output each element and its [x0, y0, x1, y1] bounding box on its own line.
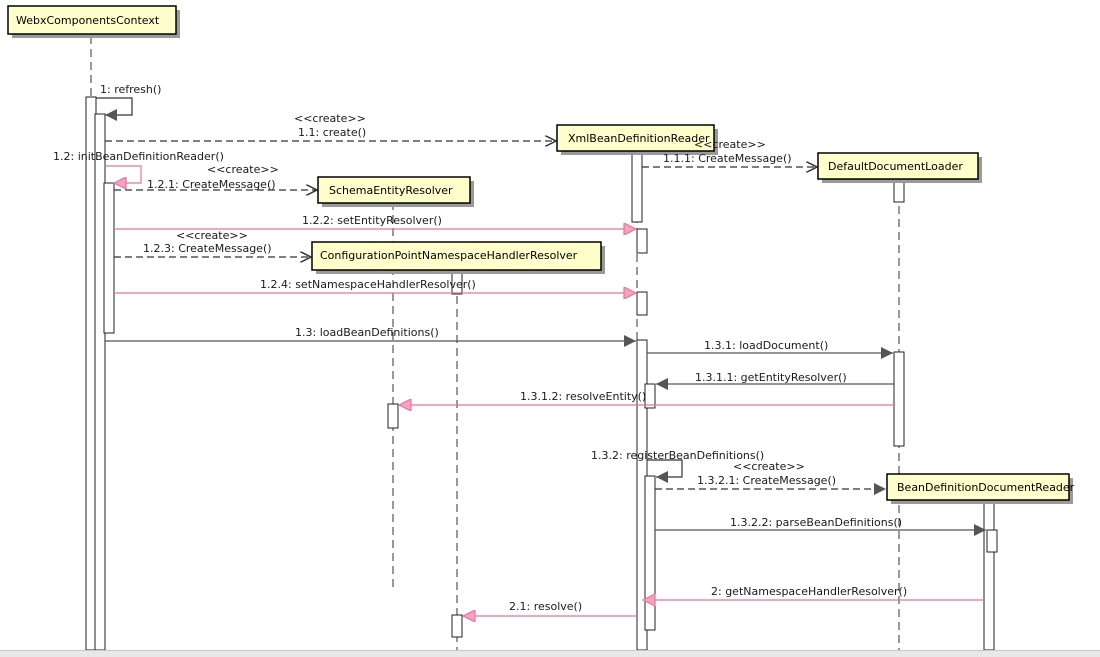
lifelines	[90, 36, 990, 650]
activation-bar	[644, 383, 656, 409]
activation-bar	[451, 614, 463, 638]
message-arrow-init-reader	[105, 165, 142, 183]
message-label-refresh: 1: refresh()	[100, 83, 161, 96]
message-label-get-namespace-resolver: 2: getNamespaceHandlerResolver()	[711, 585, 907, 598]
activation-bar	[103, 182, 115, 334]
stereotype-label: <<create>>	[176, 229, 248, 242]
activation-bar	[983, 501, 995, 650]
message-label-create-message: 1.3.2.1: CreateMessage()	[697, 474, 836, 487]
activation-bar	[986, 529, 998, 553]
activation-bars	[85, 96, 998, 650]
participant-label: SchemaEntityResolver	[329, 184, 453, 197]
activation-bar	[631, 149, 643, 223]
activation-bar	[636, 228, 648, 254]
message-arrow-refresh	[96, 97, 133, 121]
horizontal-scrollbar[interactable]	[0, 650, 1100, 657]
message-arrows	[96, 97, 986, 616]
participant-xml-bean-definition-reader[interactable]: XmlBeanDefinitionReader	[556, 124, 718, 155]
message-label-create: 1.1: create()	[298, 126, 366, 139]
activation-bar	[644, 475, 656, 631]
message-label-set-namespace-resolver: 1.2.4: setNamespaceHandlerResolver()	[260, 278, 476, 291]
message-label-create-message: 1.2.1: CreateMessage()	[147, 178, 276, 191]
message-label-create-message: 1.1.1: CreateMessage()	[663, 152, 792, 165]
stereotype-label: <<create>>	[207, 163, 279, 176]
message-label-register-bean-definitions: 1.3.2: registerBeanDefinitions()	[591, 449, 764, 462]
stereotype-label: <<create>>	[694, 138, 766, 151]
participant-label: XmlBeanDefinitionReader	[568, 132, 710, 145]
message-label-resolve-entity: 1.3.1.2: resolveEntity()	[520, 390, 646, 403]
message-label-parse-bean-definitions: 1.3.2.2: parseBeanDefinitions()	[730, 516, 902, 529]
activation-bar	[893, 179, 905, 203]
message-label-load-document: 1.3.1: loadDocument()	[704, 339, 828, 352]
activation-bar	[387, 403, 399, 429]
participant-label: WebxComponentsContext	[16, 14, 160, 27]
message-label-load-bean-definitions: 1.3: loadBeanDefinitions()	[295, 326, 439, 339]
activation-bar	[893, 351, 905, 447]
participant-label: ConfigurationPointNamespaceHandlerResolv…	[320, 249, 578, 262]
participant-default-document-loader[interactable]: DefaultDocumentLoader	[817, 152, 982, 183]
participant-bean-definition-document-reader[interactable]: BeanDefinitionDocumentReader	[886, 473, 1075, 504]
message-labels: 1: refresh() <<create>> 1.1: create() <<…	[53, 83, 907, 613]
participant-label: DefaultDocumentLoader	[828, 160, 963, 173]
participant-webx-components-context[interactable]: WebxComponentsContext	[7, 5, 180, 38]
message-label-get-entity-resolver: 1.3.1.1: getEntityResolver()	[695, 371, 847, 384]
message-arrow-register-bean-definitions	[647, 459, 683, 483]
participant-schema-entity-resolver[interactable]: SchemaEntityResolver	[317, 176, 474, 207]
message-label-create-message: 1.2.3: CreateMessage()	[143, 242, 272, 255]
message-label-set-entity-resolver: 1.2.2: setEntityResolver()	[302, 214, 442, 227]
activation-bar	[94, 113, 106, 650]
participant-configuration-point-resolver[interactable]: ConfigurationPointNamespaceHandlerResolv…	[311, 241, 605, 274]
stereotype-label: <<create>>	[294, 112, 366, 125]
participant-label: BeanDefinitionDocumentReader	[897, 481, 1075, 494]
message-label-resolve: 2.1: resolve()	[509, 600, 582, 613]
message-label-init-reader: 1.2: initBeanDefinitionReader()	[53, 150, 224, 163]
activation-bar	[636, 291, 648, 316]
stereotype-label: <<create>>	[733, 460, 805, 473]
